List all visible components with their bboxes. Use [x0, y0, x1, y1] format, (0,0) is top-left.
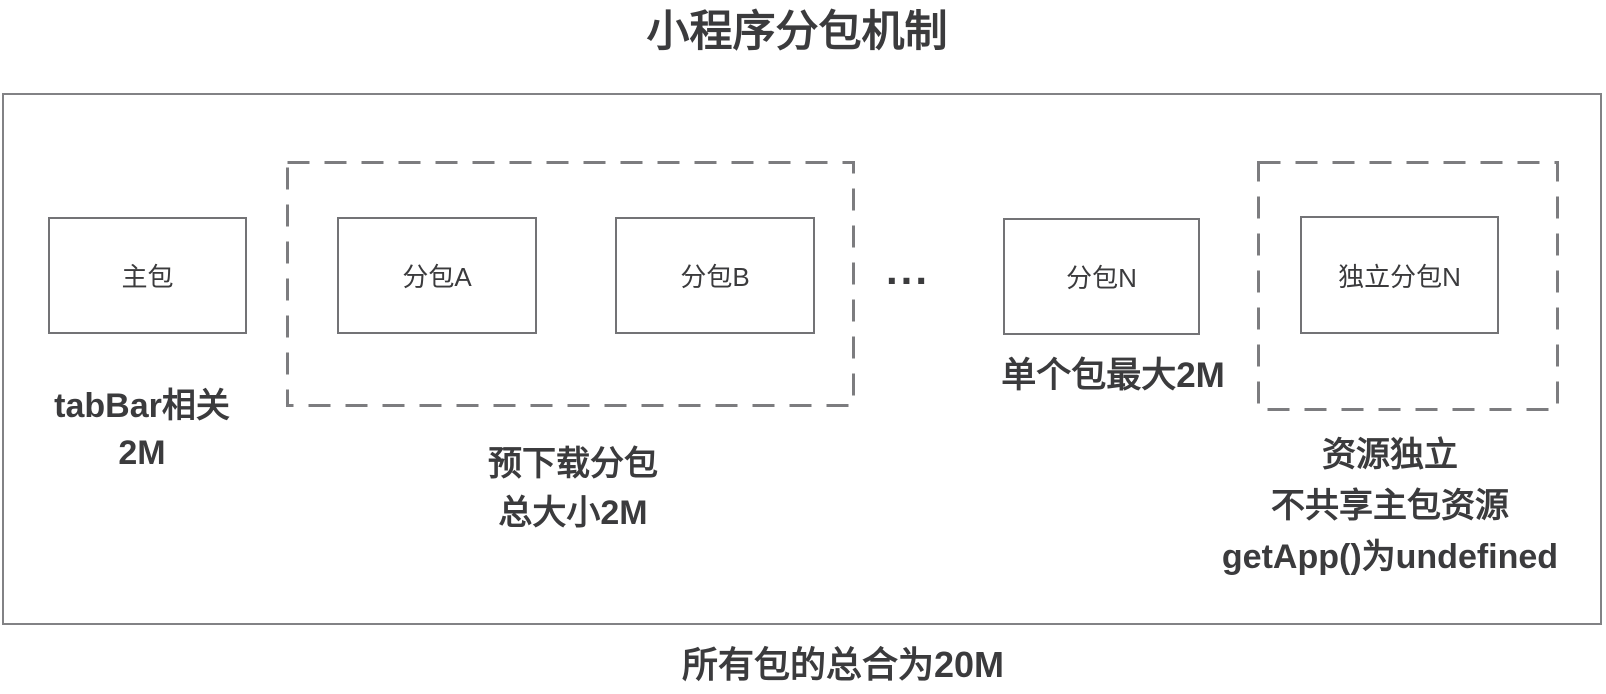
independent-group-caption: 资源独立 不共享主包资源 getApp()为undefined: [1188, 430, 1592, 583]
independent-group-outline: [1257, 161, 1559, 411]
preload-group-caption-line1: 预下载分包: [488, 445, 658, 483]
subpackage-n-label: 分包N: [1066, 263, 1137, 293]
page-title: 小程序分包机制: [646, 8, 948, 56]
subpackage-a-label: 分包A: [402, 262, 472, 292]
main-package-caption: tabBar相关 2M: [12, 383, 272, 477]
main-package-caption-line2: 2M: [118, 434, 166, 472]
independent-group-caption-line2: 不共享主包资源: [1271, 487, 1509, 525]
main-package-caption-line1: tabBar相关: [54, 387, 230, 425]
independent-group-caption-line1: 资源独立: [1322, 436, 1458, 474]
total-size-footer: 所有包的总合为20M: [681, 644, 1005, 685]
subpackage-n-box: 分包N: [1003, 218, 1200, 335]
single-package-limit-caption: 单个包最大2M: [973, 352, 1253, 400]
independent-group-caption-line3: getApp()为undefined: [1221, 538, 1559, 576]
single-package-limit-line1: 单个包最大2M: [1001, 356, 1225, 395]
subpackage-b-box: 分包B: [615, 217, 815, 334]
diagram-frame: [2, 93, 1602, 625]
independent-subpackage-box: 独立分包N: [1300, 216, 1499, 334]
preload-group-caption-line2: 总大小2M: [498, 494, 648, 532]
main-package-label: 主包: [121, 262, 174, 292]
more-packages-ellipsis: ...: [885, 246, 930, 293]
subpackage-b-label: 分包B: [680, 262, 750, 292]
preload-group-outline: [286, 161, 855, 407]
subpackage-a-box: 分包A: [337, 217, 537, 334]
main-package-box: 主包: [48, 217, 247, 334]
independent-subpackage-label: 独立分包N: [1338, 261, 1461, 292]
preload-group-caption: 预下载分包 总大小2M: [441, 440, 705, 538]
